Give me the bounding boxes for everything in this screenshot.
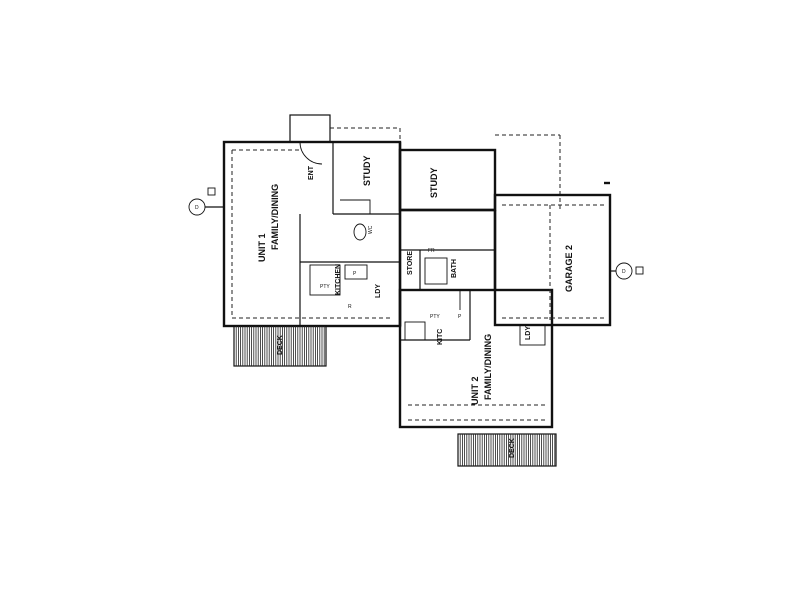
garage-2-label: GARAGE 2 — [564, 245, 574, 292]
unit-2-deck — [457, 433, 557, 467]
section-marker-right-label: D — [622, 269, 626, 275]
p-2-label: P — [458, 314, 462, 320]
unit-2-ldy-label: LDY — [525, 326, 532, 340]
section-marker-left-label: D — [195, 205, 199, 211]
unit-1-kitchen-label: KITCHEN — [335, 264, 342, 295]
study-2-label: STUDY — [429, 167, 439, 198]
section-marker-right: D — [610, 262, 644, 280]
fr-label: FR — [428, 248, 435, 254]
p-1-label: P — [353, 271, 357, 277]
section-marker-left: D — [188, 187, 224, 216]
unit-1-ldy-label: LDY — [375, 284, 382, 298]
pty-1-label: PTY — [320, 284, 330, 290]
unit-2-family-label: FAMILY/DINING — [483, 334, 493, 400]
room-labels: UNIT 1 FAMILY/DINING STUDY ENT KITCHEN L… — [257, 155, 574, 458]
unit-1-deck-label: DECK — [277, 335, 284, 355]
wc-label: WC — [368, 225, 374, 234]
store-label: STORE — [407, 251, 414, 275]
unit-1-porch — [289, 114, 401, 165]
r-1-label: R — [348, 304, 352, 310]
unit-1-study-label: STUDY — [362, 155, 372, 186]
unit-1-family-label: FAMILY/DINING — [270, 184, 280, 250]
pty-2-label: PTY — [430, 314, 440, 320]
unit-1-entry-label: ENT — [308, 165, 315, 180]
unit-1-label: UNIT 1 — [257, 233, 267, 262]
unit-2-walls — [398, 134, 561, 429]
unit-2-kitchen-label: KITC — [437, 329, 444, 345]
unit-2-label: UNIT 2 — [470, 376, 480, 405]
garage-2-walls — [493, 181, 612, 327]
unit-2-deck-label: DECK — [509, 438, 516, 458]
fixtures — [309, 199, 546, 346]
unit-1-deck — [233, 325, 327, 367]
bath-label: BATH — [451, 259, 458, 278]
